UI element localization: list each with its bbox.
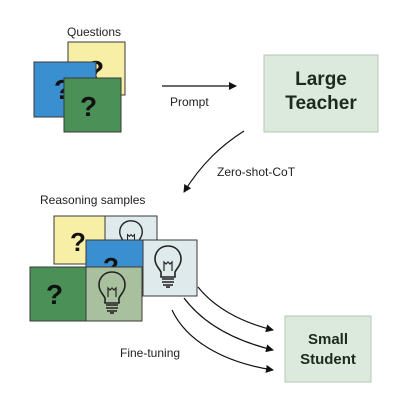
- student-line2: Student: [300, 351, 356, 368]
- reasoning-samples-label: Reasoning samples: [40, 193, 145, 207]
- fine-tuning-arrow-3: [171, 309, 274, 373]
- sample-answer-card-3: [85, 266, 143, 322]
- question-mark: ?: [80, 91, 97, 122]
- fine-tuning-arrow-1: [197, 286, 274, 333]
- question-mark: ?: [70, 227, 86, 257]
- small-student-box: [284, 315, 372, 383]
- fine-tuning-label: Fine-tuning: [120, 346, 180, 360]
- zero-shot-cot-arrow: [183, 130, 245, 193]
- fine-tuning-arrows: [171, 286, 274, 373]
- questions-stack: ? ? ?: [33, 41, 126, 133]
- question-mark: ?: [46, 279, 63, 310]
- question-card-green: [63, 77, 122, 133]
- large-teacher-box: [263, 54, 379, 133]
- sample-question-card-green: [29, 266, 87, 322]
- questions-label: Questions: [67, 25, 121, 39]
- reasoning-samples-stack: ? ? ?: [29, 215, 198, 322]
- teacher-line1: Large: [295, 69, 347, 90]
- zero-shot-cot-label: Zero-shot-CoT: [217, 165, 296, 179]
- student-line1: Small: [308, 331, 348, 348]
- fine-tuning-arrow-2: [183, 297, 274, 353]
- prompt-label: Prompt: [170, 95, 209, 109]
- teacher-line2: Teacher: [285, 93, 357, 114]
